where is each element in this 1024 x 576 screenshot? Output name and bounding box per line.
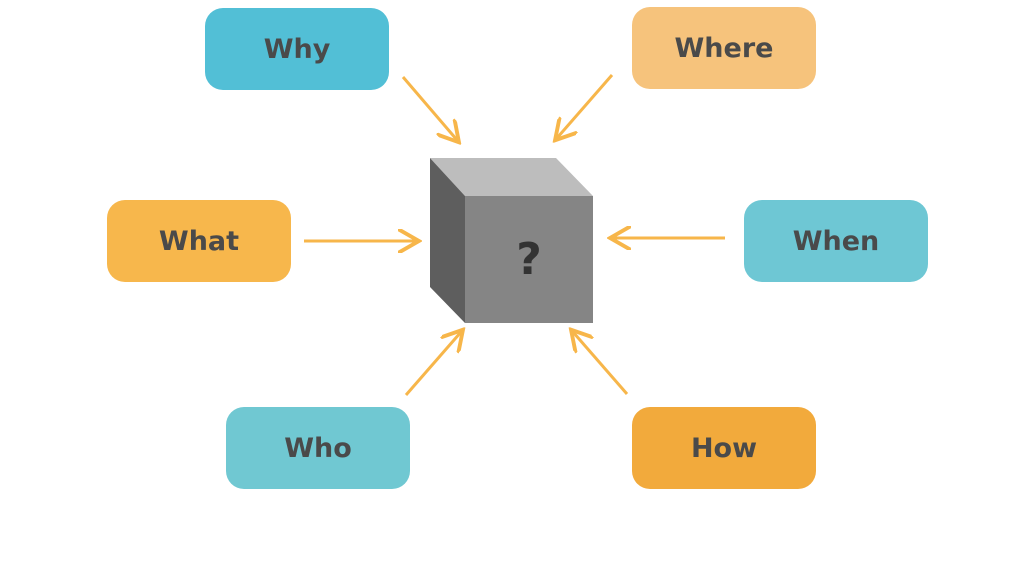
node-how: How [632,407,816,489]
node-why: Why [205,8,389,90]
node-when: When [744,200,928,282]
cube [430,158,593,323]
arrow-how [573,332,629,395]
arrow-who [404,332,461,396]
cube-front-face [465,196,593,323]
arrow-why [401,76,457,140]
node-where: Where [632,7,816,89]
node-what: What [107,200,291,282]
cube-left-face [430,158,465,323]
question-mark: ? [516,234,542,285]
node-who: Who [226,407,410,489]
cube-top-face [430,158,593,196]
arrow-where [557,74,614,138]
